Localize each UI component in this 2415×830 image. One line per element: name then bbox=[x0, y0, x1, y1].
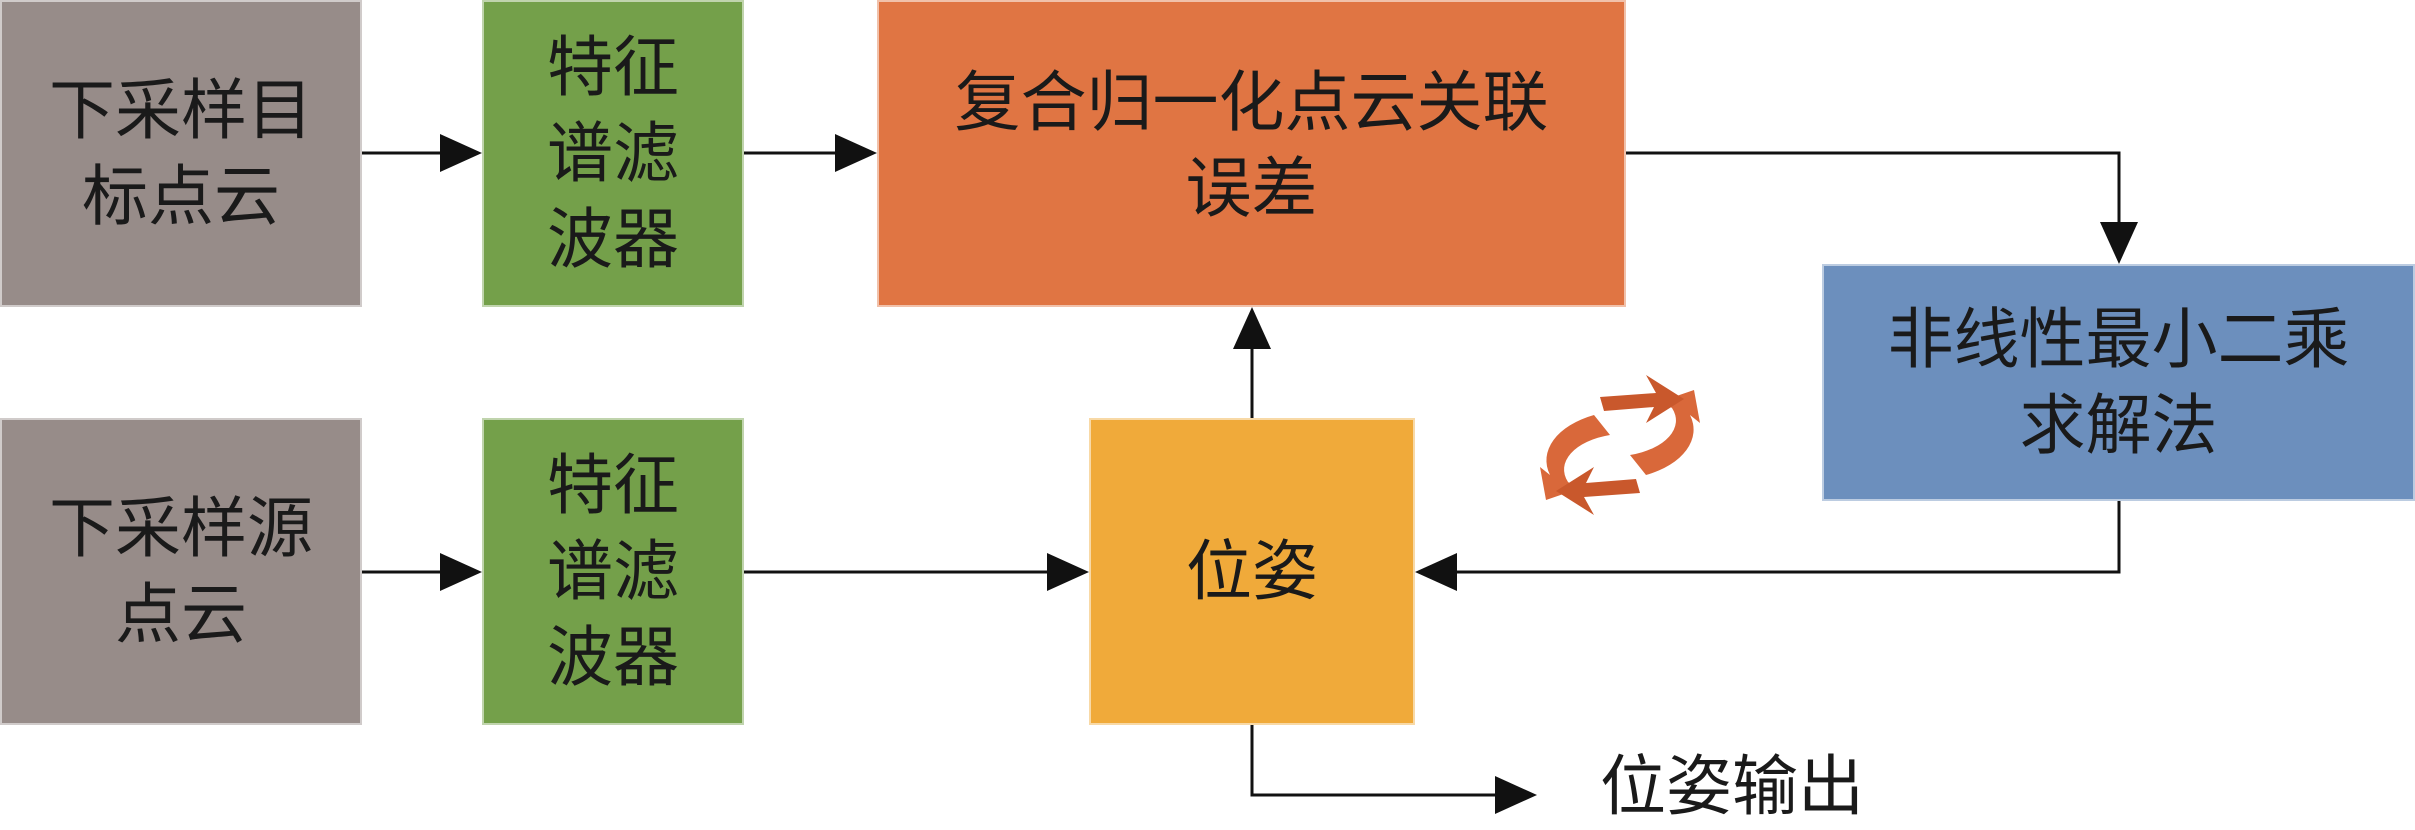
association-error-node: 复合归一化点云关联 误差 bbox=[877, 0, 1626, 307]
spectral-filter-bottom-node: 特征 谱滤 波器 bbox=[482, 418, 744, 725]
downsampled-source-cloud-node: 下采样源 点云 bbox=[0, 418, 362, 725]
downsampled-target-cloud-node: 下采样目 标点云 bbox=[0, 0, 362, 307]
pose-output-label: 位姿输出 bbox=[1600, 748, 1864, 825]
arrowhead bbox=[2100, 222, 2138, 264]
arrowhead bbox=[835, 134, 877, 172]
source-cloud-label: 下采样源 点云 bbox=[49, 489, 313, 653]
filter-top-label: 特征 谱滤 波器 bbox=[547, 28, 679, 278]
arrowhead bbox=[440, 134, 482, 172]
spectral-filter-top-node: 特征 谱滤 波器 bbox=[482, 0, 744, 307]
edge-solver-to-pose bbox=[1419, 501, 2121, 574]
association-error-label: 复合归一化点云关联 误差 bbox=[954, 64, 1549, 227]
edge-error-to-solver bbox=[1626, 151, 2121, 260]
pose-label: 位姿 bbox=[1186, 532, 1318, 610]
arrowhead bbox=[1415, 553, 1457, 591]
target-cloud-label: 下采样目 标点云 bbox=[49, 71, 313, 235]
arrowhead bbox=[1495, 776, 1537, 814]
edge-pose-to-output bbox=[1250, 725, 1533, 797]
arrowhead bbox=[440, 553, 482, 591]
arrowhead bbox=[1233, 307, 1271, 349]
filter-bottom-label: 特征 谱滤 波器 bbox=[547, 446, 679, 696]
pose-node: 位姿 bbox=[1089, 418, 1415, 725]
nonlinear-least-squares-node: 非线性最小二乘 求解法 bbox=[1822, 264, 2415, 501]
solver-label: 非线性最小二乘 求解法 bbox=[1887, 300, 2350, 464]
cycle-arrows-icon bbox=[1540, 375, 1700, 515]
arrowhead bbox=[1047, 553, 1089, 591]
